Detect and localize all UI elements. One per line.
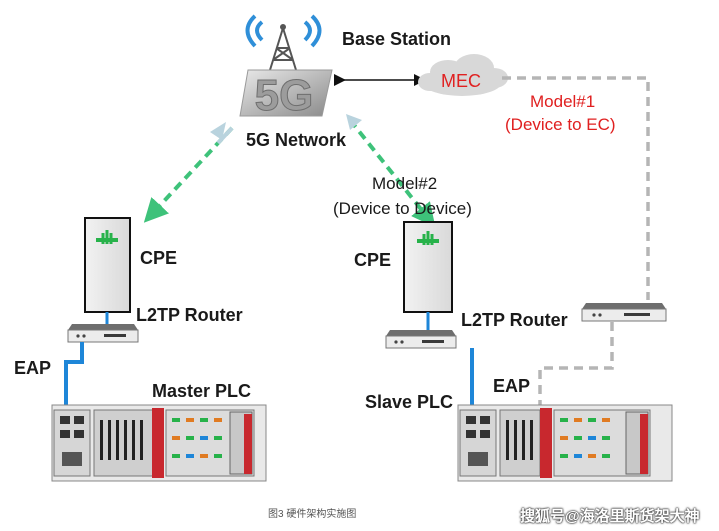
network-label: 5G Network — [246, 130, 347, 150]
5g-tower-icon: 5G — [239, 14, 333, 121]
mec-cloud-icon — [418, 54, 508, 96]
router-left-device — [67, 324, 139, 343]
model1-path — [502, 76, 650, 300]
wireless-link-right — [348, 118, 436, 228]
base-station-label: Base Station — [342, 29, 452, 49]
router-left-label: L2TP Router — [136, 305, 243, 325]
ethernet-left — [64, 342, 84, 405]
eap-right-label: EAP — [493, 376, 531, 396]
model1-title: Model#1 — [530, 92, 596, 111]
model2-subtitle: (Device to Device) — [333, 199, 472, 218]
slave-plc-label: Slave PLC — [365, 392, 454, 412]
mec-label: MEC — [441, 71, 481, 91]
master-plc-label: Master PLC — [152, 381, 252, 401]
router-mid-device — [385, 330, 457, 349]
cpe-left-device — [84, 217, 131, 313]
model1-eap-path — [538, 322, 614, 410]
cpe-left-label: CPE — [140, 248, 178, 268]
model1-subtitle: (Device to EC) — [505, 115, 616, 134]
ethernet-right — [470, 348, 478, 410]
cpe-right-device — [403, 221, 453, 313]
eap-left-label: EAP — [14, 358, 52, 378]
watermark: 搜狐号@海洛里斯货架大神 — [520, 508, 700, 525]
cpe-right-label: CPE — [354, 250, 392, 270]
model2-title: Model#2 — [372, 174, 438, 193]
figure-caption: 图3 硬件架构实施图 — [268, 509, 357, 520]
master-plc-device — [51, 404, 267, 482]
router-right-device — [581, 303, 667, 322]
tower-badge: 5G — [255, 71, 314, 120]
slave-plc-device — [457, 404, 673, 482]
router-right-label: L2TP Router — [461, 310, 568, 330]
